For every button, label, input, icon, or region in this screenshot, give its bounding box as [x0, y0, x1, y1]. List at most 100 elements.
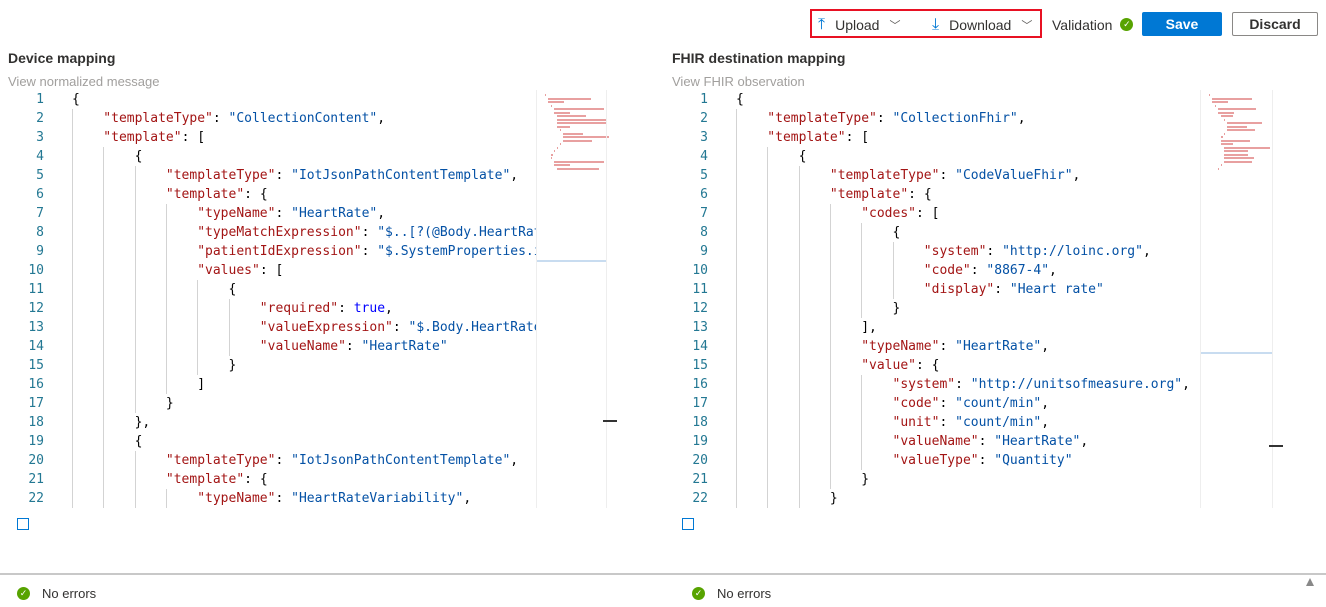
code-line: 22} [664, 489, 1200, 508]
indent-guide [736, 451, 737, 470]
scrollbar[interactable] [1269, 90, 1287, 508]
line-number: 4 [36, 149, 44, 164]
code-token: : [275, 206, 292, 221]
code-line: 10"values": [ [0, 261, 536, 280]
code-line: 4{ [0, 147, 536, 166]
code-text: { [229, 280, 237, 299]
upload-button[interactable]: ⤒ Upload ﹀ [818, 9, 900, 40]
upload-label: Upload [835, 16, 880, 33]
expand-icon[interactable] [17, 518, 29, 530]
code-token: , [377, 111, 386, 126]
code-line: 9"system": "http://loinc.org", [664, 242, 1200, 261]
code-token: { [134, 434, 143, 449]
code-text: { [893, 223, 901, 242]
line-number: 8 [700, 225, 708, 240]
minimap-line [551, 153, 554, 156]
indent-guide [165, 280, 167, 299]
minimap-line [563, 139, 592, 142]
save-button[interactable]: Save [1142, 12, 1222, 36]
code-token: : [361, 244, 378, 259]
indent-guide [767, 432, 769, 451]
indent-guide [861, 413, 863, 432]
indent-guide [736, 337, 737, 356]
code-token: , [1142, 244, 1151, 259]
indent-guide [72, 337, 73, 356]
code-line: 6"template": { [664, 185, 1200, 204]
indent-guide [829, 318, 831, 337]
indent-guide [103, 413, 105, 432]
code-text: ], [861, 318, 877, 337]
discard-button[interactable]: Discard [1232, 12, 1318, 36]
indent-guide [767, 489, 769, 508]
indent-guide [829, 242, 831, 261]
indent-guide [798, 432, 800, 451]
code-text: "patientIdExpression": "$.SystemProperti… [197, 242, 536, 261]
minimap-line [1218, 111, 1234, 114]
indent-guide [134, 223, 136, 242]
device-mapping-editor[interactable]: 1{2"templateType": "CollectionContent",3… [0, 90, 536, 508]
indent-guide [798, 299, 800, 318]
indent-guide [798, 242, 800, 261]
code-token: : [955, 377, 971, 392]
indent-guide [798, 204, 800, 223]
indent-guide [736, 470, 737, 489]
code-text: "templateType": "CollectionContent", [103, 109, 385, 128]
indent-guide [165, 337, 167, 356]
code-token: } [228, 358, 237, 373]
indent-guide [861, 375, 863, 394]
scrollbar[interactable] [603, 90, 621, 508]
code-line: 7"typeName": "HeartRate", [0, 204, 536, 223]
indent-guide [736, 109, 737, 128]
minimap-line [1221, 139, 1250, 142]
line-number: 16 [692, 377, 708, 392]
code-token: "typeName" [197, 206, 276, 221]
line-number: 6 [36, 187, 44, 202]
code-line: 1{ [664, 90, 1200, 109]
line-number: 11 [28, 282, 44, 297]
download-button[interactable]: ⤓ Download ﹀ [932, 9, 1032, 40]
minimap[interactable] [1200, 90, 1273, 508]
code-text: "template": [ [767, 128, 869, 147]
line-number: 14 [28, 339, 44, 354]
indent-guide [767, 299, 769, 318]
code-token: "templateType" [103, 111, 213, 126]
scroll-up-icon[interactable] [1306, 578, 1314, 586]
code-token: "template" [767, 130, 846, 145]
indent-guide [736, 261, 737, 280]
code-token: "typeMatchExpression" [197, 225, 362, 240]
indent-guide [72, 489, 73, 508]
code-text: } [229, 356, 237, 375]
indent-guide [103, 185, 105, 204]
indent-guide [767, 185, 769, 204]
code-token: "Heart rate" [1009, 282, 1104, 297]
code-token: "IotJsonPathContentTemplate" [291, 453, 511, 468]
indent-guide [103, 489, 105, 508]
code-line: 7"codes": [ [664, 204, 1200, 223]
code-line: 20"templateType": "IotJsonPathContentTem… [0, 451, 536, 470]
code-token: "unit" [892, 415, 940, 430]
scroll-thumb[interactable] [603, 420, 617, 422]
scroll-thumb[interactable] [1269, 445, 1283, 447]
minimap[interactable] [536, 90, 609, 508]
code-token: : [994, 282, 1010, 297]
code-token: "CollectionContent" [228, 111, 378, 126]
expand-icon[interactable] [682, 518, 694, 530]
fhir-mapping-editor[interactable]: 1{2"templateType": "CollectionFhir",3"te… [664, 90, 1200, 508]
code-token: : [275, 168, 292, 183]
check-icon: ✓ [692, 587, 705, 600]
code-text: "valueType": "Quantity" [893, 451, 1073, 470]
indent-guide [736, 128, 737, 147]
indent-guide [72, 432, 73, 451]
view-normalized-message-link[interactable]: View normalized message [8, 74, 160, 89]
indent-guide [103, 432, 105, 451]
code-token: { [798, 149, 807, 164]
minimap-line [1212, 101, 1228, 103]
indent-guide [72, 223, 73, 242]
indent-guide [829, 204, 831, 223]
indent-guide [134, 337, 136, 356]
code-line: 18"unit": "count/min", [664, 413, 1200, 432]
minimap-line [557, 115, 586, 117]
indent-guide [798, 318, 800, 337]
code-token: : [275, 491, 292, 506]
view-fhir-observation-link[interactable]: View FHIR observation [672, 74, 805, 89]
